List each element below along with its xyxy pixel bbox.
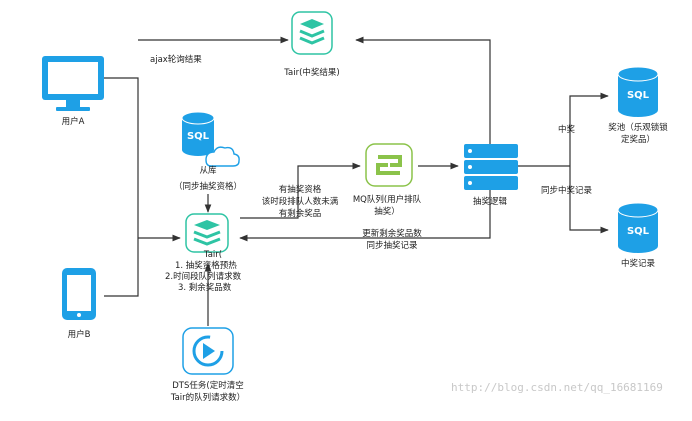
condition-label: 有抽奖资格 该时段排队人数未满 有剩余奖品 [262, 184, 339, 219]
edge-tair-mq [240, 162, 361, 219]
svg-text:该时段排队人数未满: 该时段排队人数未满 [262, 196, 339, 207]
prize-pool-label-line2: 定奖品） [621, 134, 655, 145]
edge-usera-trunk [104, 77, 139, 297]
tair-stack-icon [291, 11, 333, 55]
svg-text:SQL: SQL [627, 226, 650, 237]
database-icon: SQL [617, 202, 659, 253]
message-queue-icon [365, 143, 413, 187]
server-icon [464, 144, 518, 190]
monitor-icon [42, 56, 104, 111]
svg-text:同步抽奖记录: 同步抽奖记录 [366, 240, 418, 251]
prize-pool-label-line1: 奖池（乐观锁锁 [608, 122, 668, 133]
user-b-node: 用户B [62, 268, 96, 340]
tair-main-title: Tair( [203, 250, 222, 260]
database-icon: SQL [617, 66, 659, 117]
phone-icon [62, 268, 96, 320]
tair-result-label: Tair(中奖结果) [283, 67, 339, 78]
dts-node: DTS任务(定时清空 Tair的队列请求数） [170, 327, 245, 403]
user-a-label: 用户A [62, 116, 85, 127]
svg-text:更新剩余奖品数: 更新剩余奖品数 [362, 228, 422, 239]
mq-node: MQ队列(用户排队 抽奖） [353, 143, 422, 217]
lottery-logic-node: 抽奖逻辑 [464, 144, 518, 207]
database-cloud-icon: SQL [181, 111, 240, 167]
tair-main-line3: 3. 剩余奖品数 [178, 282, 232, 293]
connectors [104, 36, 609, 326]
lottery-logic-label: 抽奖逻辑 [473, 196, 508, 207]
prize-pool-node: SQL 奖池（乐观锁锁 定奖品） [608, 66, 668, 145]
win-record-node: SQL 中奖记录 [617, 202, 659, 269]
watermark: http://blog.csdn.net/qq_16681169 [451, 381, 663, 394]
sync-record-label: 同步中奖记录 [541, 185, 593, 196]
svg-text:有剩余奖品: 有剩余奖品 [279, 208, 322, 219]
refresh-play-icon [182, 327, 234, 375]
slave-db-node: SQL 从库 （同步抽奖资格） [174, 111, 242, 192]
edge-logic-result [355, 36, 491, 144]
edge-branch-record [569, 166, 609, 234]
mq-label-line1: MQ队列(用户排队 [353, 194, 422, 205]
ajax-poll-label: ajax轮询结果 [150, 54, 202, 65]
tair-result-node: Tair(中奖结果) [283, 11, 340, 78]
win-record-label: 中奖记录 [621, 258, 656, 269]
tair-main-node: Tair( 1. 抽奖资格预热 2.时间段队列请求数 3. 剩余奖品数 [165, 213, 242, 293]
mq-label-line2: 抽奖） [374, 206, 400, 217]
dts-label-line1: DTS任务(定时清空 [172, 380, 243, 391]
tair-stack-icon [185, 213, 229, 253]
tair-main-line1: 1. 抽奖资格预热 [175, 260, 237, 271]
update-label: 更新剩余奖品数 同步抽奖记录 [362, 228, 422, 251]
svg-text:有抽奖资格: 有抽奖资格 [279, 184, 322, 195]
tair-main-line2: 2.时间段队列请求数 [165, 271, 242, 282]
win-label: 中奖 [558, 124, 576, 135]
slave-db-label: 从库 [199, 165, 217, 176]
edge-branch-pool [569, 92, 609, 166]
user-a-node: 用户A [42, 56, 104, 127]
edge-logic-tair [239, 190, 491, 242]
svg-text:SQL: SQL [187, 131, 210, 142]
svg-text:SQL: SQL [627, 90, 650, 101]
user-b-label: 用户B [68, 329, 91, 340]
dts-label-line2: Tair的队列请求数） [170, 392, 245, 403]
slave-db-note: （同步抽奖资格） [174, 181, 242, 192]
